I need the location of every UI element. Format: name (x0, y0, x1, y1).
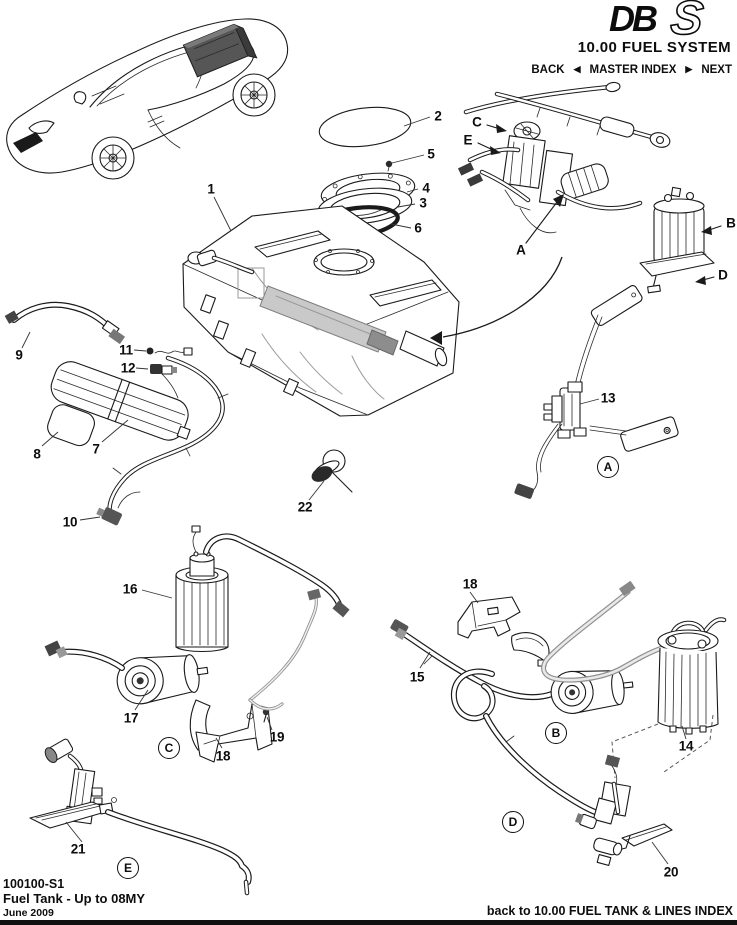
logo-s-text: S (668, 0, 706, 38)
filler-cover-parts (314, 106, 416, 239)
car-front-wheel (91, 136, 135, 180)
next-arrow-icon: ▶ (685, 63, 693, 74)
nav-bar: BACK ◀ MASTER INDEX ▶ NEXT (531, 63, 732, 77)
issue-date: June 2009 (3, 907, 54, 919)
tank-assembly-overview (457, 81, 715, 294)
fuel-pump-detail-c (44, 525, 350, 763)
tank-reference-arrow (430, 256, 563, 345)
nav-next-link[interactable]: NEXT (701, 64, 732, 76)
document-number: 100100-S1 (3, 877, 65, 891)
car-rear-wheel (232, 73, 276, 117)
fuel-sender-detail-a (514, 285, 679, 499)
document-title: Fuel Tank - Up to 08MY (3, 891, 146, 906)
back-to-index-link[interactable]: back to 10.00 FUEL TANK & LINES INDEX (486, 904, 733, 918)
nav-master-index-link[interactable]: MASTER INDEX (589, 64, 677, 76)
logo-db-text: DB (609, 0, 657, 38)
car-illustration (6, 18, 289, 180)
filler-neck-detail-e (29, 738, 252, 896)
dbs-logo: DB S (609, 0, 707, 38)
car-fuel-tank-highlight (182, 23, 258, 78)
vent-hose-parts (4, 301, 229, 526)
nav-back-link[interactable]: BACK (531, 64, 565, 76)
clip-part (311, 449, 353, 493)
bottom-divider-bar (0, 920, 737, 925)
leader-lines (21, 116, 687, 865)
fuel-tank-drawing (182, 205, 460, 417)
breather-valve-detail-d (450, 668, 673, 866)
page-title: 10.00 FUEL SYSTEM (577, 39, 731, 56)
location-pointer-arrows (477, 124, 722, 285)
fuel-pump-detail-b (390, 580, 727, 779)
back-arrow-icon: ◀ (573, 63, 581, 74)
